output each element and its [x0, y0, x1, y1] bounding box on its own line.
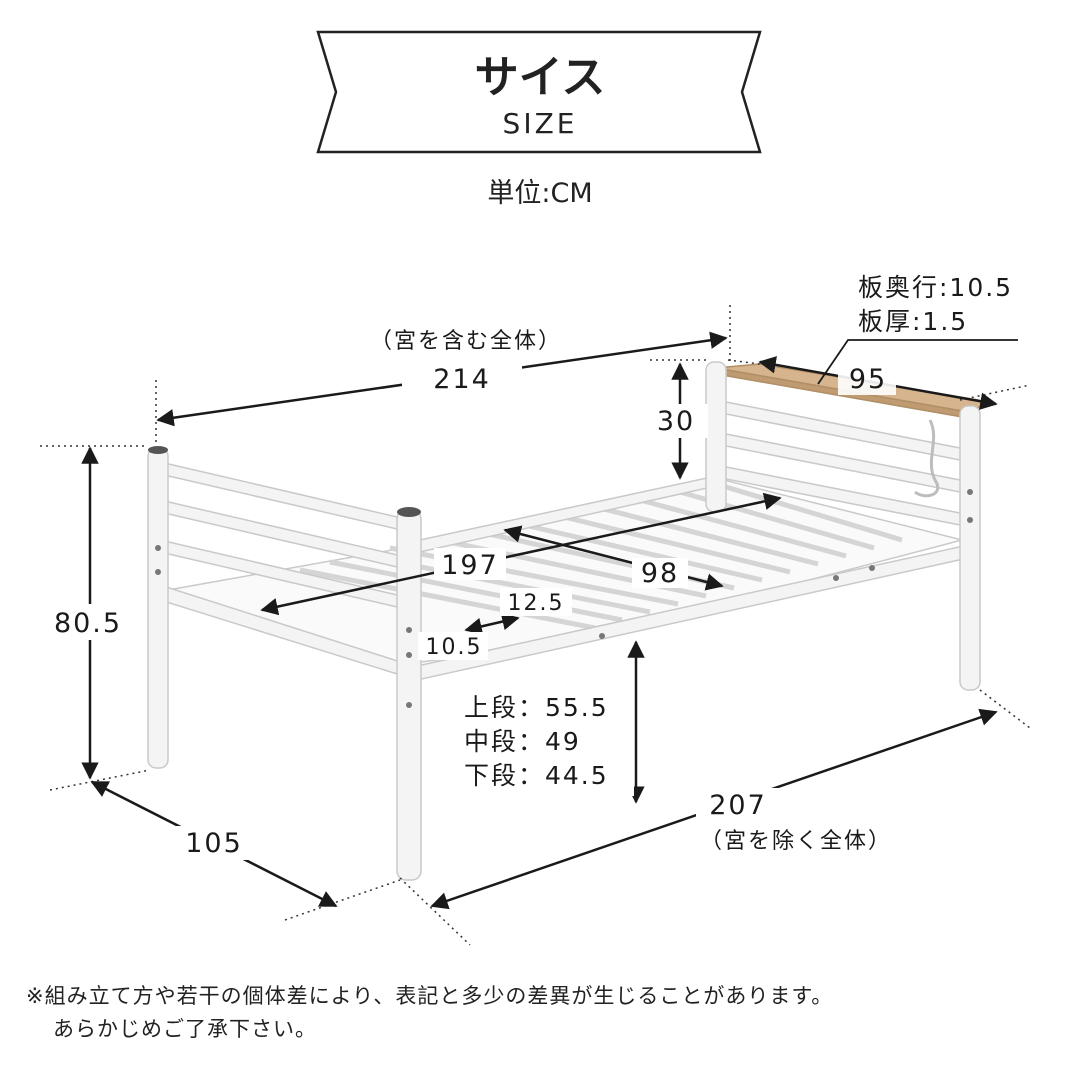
label-197: 197: [441, 550, 499, 581]
post-rear-right: [705, 361, 727, 513]
label-214: 214: [433, 364, 491, 395]
label-105: 105: [185, 828, 243, 859]
page-title: サイス: [475, 52, 606, 103]
label-under-lower: 下段：44.5: [464, 761, 609, 790]
disclaimer-line-2: あらかじめご了承下さい。: [53, 1017, 317, 1041]
label-shelf-thickness: 板厚:1.5: [858, 307, 968, 336]
post-front-left: [396, 509, 422, 881]
power-cord: [914, 419, 939, 498]
post-rear-left: [147, 447, 169, 769]
label-98: 98: [641, 558, 679, 589]
label-shelf-depth: 板奥行:10.5: [858, 273, 1013, 302]
dim-slat: [464, 613, 520, 635]
extension-lines: [40, 305, 1031, 946]
disclaimer-note: ※組み立て方や若干の個体差により、表記と多少の差異が生じることがあります。 あら…: [26, 980, 1066, 1046]
label-30: 30: [657, 406, 695, 437]
dimension-labels: （宮を含む全体） 214 板奥行:10.5 板厚:1.5 95 30 80.5 …: [44, 273, 1013, 860]
label-80-5: 80.5: [54, 608, 122, 639]
shelf-leader-line: [817, 339, 1018, 385]
title-banner: サイス SIZE: [316, 30, 762, 154]
label-length-without-shelf-note: （宮を除く全体）: [700, 829, 892, 854]
disclaimer-line-1: ※組み立て方や若干の個体差により、表記と多少の差異が生じることがあります。: [26, 984, 834, 1008]
label-length-with-shelf-note: （宮を含む全体）: [370, 329, 562, 354]
unit-label: 単位:CM: [487, 178, 592, 209]
label-under-upper: 上段：55.5: [464, 693, 609, 722]
page-subtitle: SIZE: [503, 107, 578, 140]
label-207: 207: [709, 790, 767, 821]
label-95: 95: [849, 364, 887, 395]
bed-frame: [147, 361, 993, 881]
post-front-right: [959, 405, 981, 691]
label-10-5: 10.5: [426, 635, 483, 660]
label-under-middle: 中段：49: [464, 727, 581, 756]
label-12-5: 12.5: [508, 591, 565, 616]
